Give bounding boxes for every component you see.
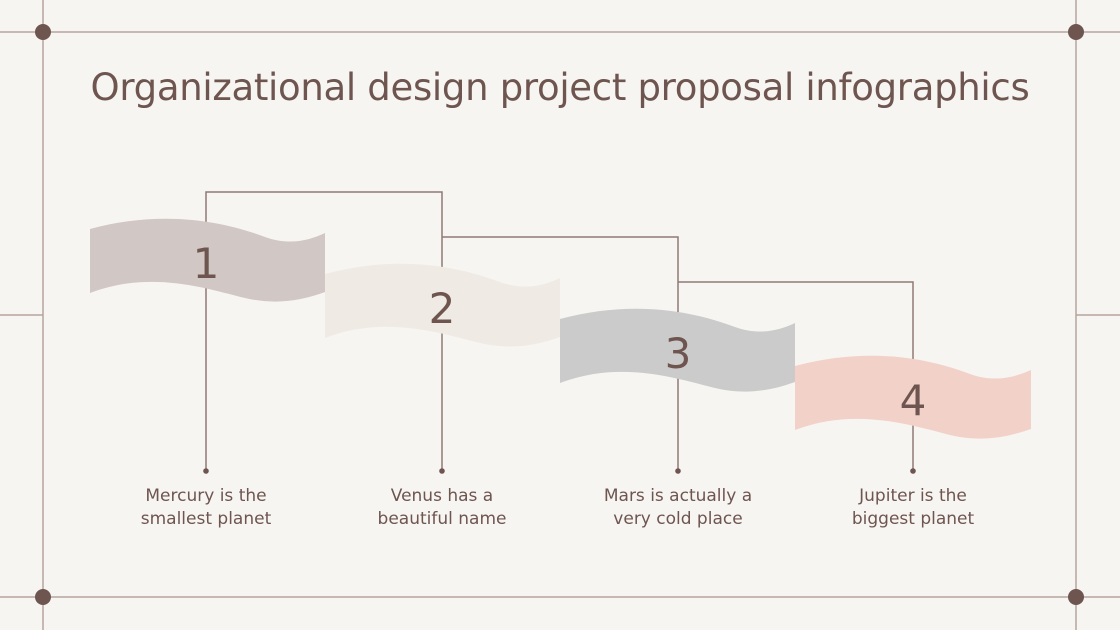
corner-dot-top-left [35, 24, 51, 40]
caption-line: biggest planet [851, 509, 975, 529]
ribbon-2 [325, 263, 560, 347]
step-number-2: 2 [428, 284, 456, 333]
step-number-1: 1 [192, 239, 220, 288]
caption-line: smallest planet [140, 509, 272, 529]
caption-line: Mars is actually a [603, 486, 753, 506]
caption-line: beautiful name [377, 509, 507, 529]
step-caption-1: Mercury is the smallest planet [106, 485, 306, 531]
corner-dot-bottom-right [1068, 589, 1084, 605]
step-number-3: 3 [664, 329, 692, 378]
corner-dot-top-right [1068, 24, 1084, 40]
page-title: Organizational design project proposal i… [90, 66, 1030, 109]
ribbon-3 [560, 308, 795, 392]
step-caption-4: Jupiter is the biggest planet [813, 485, 1013, 531]
step-number-4: 4 [899, 376, 927, 425]
ribbon-4 [795, 355, 1031, 439]
ribbon-1 [90, 218, 325, 302]
caption-line: Mercury is the [145, 486, 267, 506]
corner-dot-bottom-left [35, 589, 51, 605]
step-caption-2: Venus has a beautiful name [342, 485, 542, 531]
caption-line: Venus has a [390, 486, 494, 506]
step-caption-3: Mars is actually a very cold place [578, 485, 778, 531]
caption-line: very cold place [613, 509, 743, 529]
caption-line: Jupiter is the [859, 486, 967, 506]
